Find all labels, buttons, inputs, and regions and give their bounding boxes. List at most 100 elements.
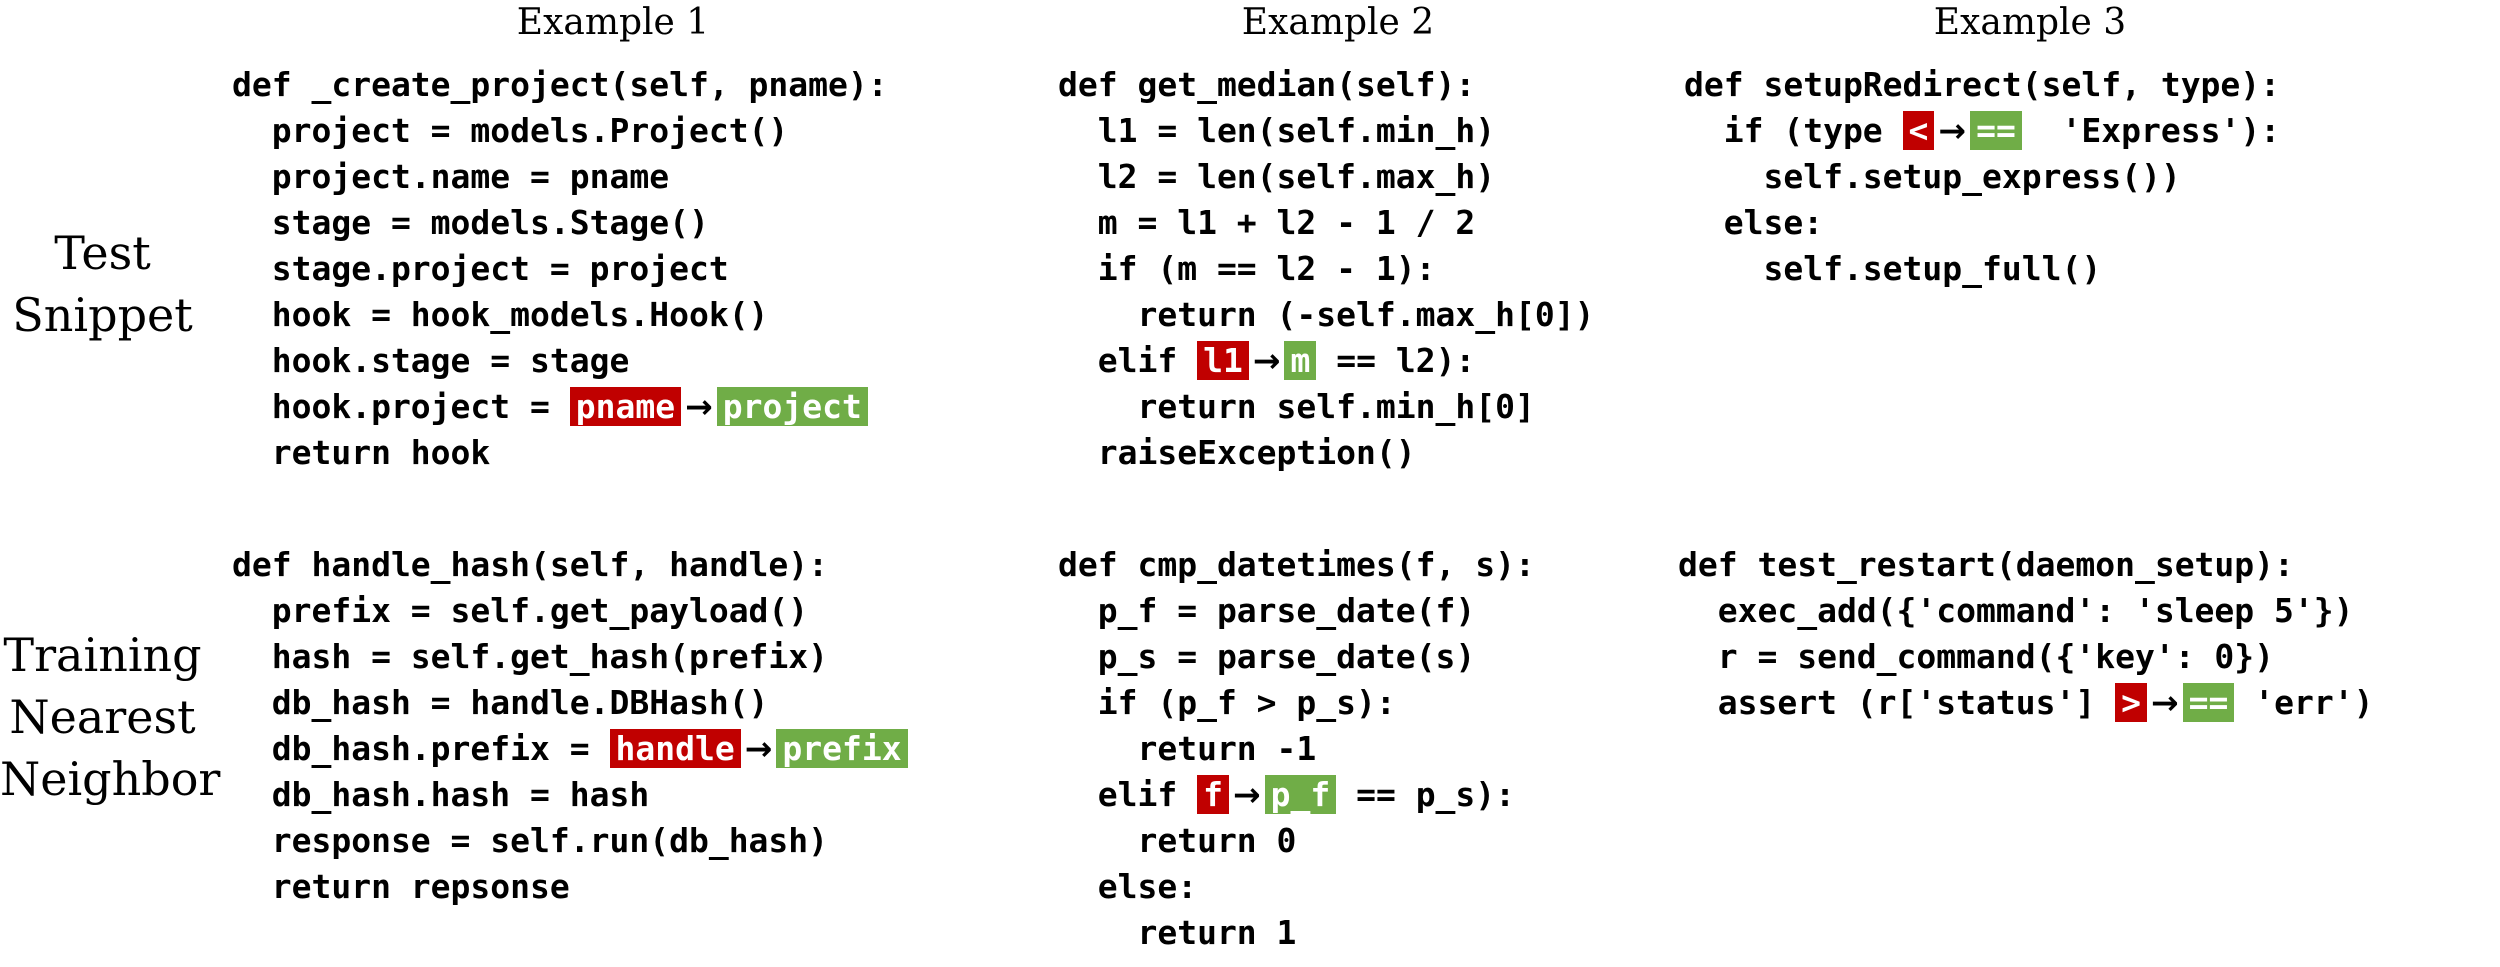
code-line: stage.project = project bbox=[232, 246, 888, 292]
code-text: == l2): bbox=[1316, 341, 1476, 380]
code-text: response = self.run(db_hash) bbox=[232, 821, 829, 860]
row-header-training-nearest-neighbor: Training Nearest Neighbor bbox=[0, 624, 221, 810]
code-example-1-test: def _create_project(self, pname): projec… bbox=[232, 62, 888, 476]
code-example-3-test: def setupRedirect(self, type): if (type … bbox=[1684, 62, 2280, 292]
code-line: l2 = len(self.max_h) bbox=[1058, 154, 1594, 200]
code-example-3-train: def test_restart(daemon_setup): exec_add… bbox=[1678, 542, 2373, 726]
arrow-icon: → bbox=[1252, 341, 1281, 380]
code-text: hook.stage = stage bbox=[232, 341, 630, 380]
code-line: def handle_hash(self, handle): bbox=[232, 542, 908, 588]
removed-token: f bbox=[1197, 775, 1229, 814]
code-text: db_hash = handle.DBHash() bbox=[232, 683, 769, 722]
code-text: db_hash.hash = hash bbox=[232, 775, 650, 814]
code-text: stage.project = project bbox=[232, 249, 729, 288]
code-line: response = self.run(db_hash) bbox=[232, 818, 908, 864]
code-text: project = models.Project() bbox=[232, 111, 789, 150]
removed-token: > bbox=[2115, 683, 2147, 722]
code-line: else: bbox=[1058, 864, 1535, 910]
code-line: project.name = pname bbox=[232, 154, 888, 200]
code-line: db_hash.hash = hash bbox=[232, 772, 908, 818]
code-line: def test_restart(daemon_setup): bbox=[1678, 542, 2373, 588]
code-text: == p_s): bbox=[1336, 775, 1516, 814]
code-line: db_hash = handle.DBHash() bbox=[232, 680, 908, 726]
arrow-icon: → bbox=[1938, 111, 1967, 150]
replacement-token: == bbox=[1970, 111, 2022, 150]
code-text: r = send_command({'key': 0}) bbox=[1678, 637, 2275, 676]
code-line: prefix = self.get_payload() bbox=[232, 588, 908, 634]
replacement-token: p_f bbox=[1264, 775, 1337, 814]
code-text: 'err') bbox=[2234, 683, 2374, 722]
code-line: stage = models.Stage() bbox=[232, 200, 888, 246]
row-header-line: Training bbox=[3, 628, 202, 682]
code-line: def get_median(self): bbox=[1058, 62, 1594, 108]
code-line: m = l1 + l2 - 1 / 2 bbox=[1058, 200, 1594, 246]
code-text: return 0 bbox=[1058, 821, 1297, 860]
code-example-2-train: def cmp_datetimes(f, s): p_f = parse_dat… bbox=[1058, 542, 1535, 956]
code-line: l1 = len(self.min_h) bbox=[1058, 108, 1594, 154]
code-text: def cmp_datetimes(f, s): bbox=[1058, 545, 1535, 584]
code-line: return -1 bbox=[1058, 726, 1535, 772]
code-text: p_s = parse_date(s) bbox=[1058, 637, 1476, 676]
code-text: else: bbox=[1058, 867, 1198, 906]
replacement-token: project bbox=[716, 387, 868, 426]
column-header-example-1: Example 1 bbox=[516, 2, 710, 43]
replacement-token: m bbox=[1284, 341, 1317, 380]
code-text: raiseException() bbox=[1058, 433, 1416, 472]
code-example-1-train: def handle_hash(self, handle): prefix = … bbox=[232, 542, 908, 910]
removed-token: pname bbox=[569, 387, 682, 426]
code-text: p_f = parse_date(f) bbox=[1058, 591, 1476, 630]
code-line: hook.stage = stage bbox=[232, 338, 888, 384]
code-text: elif bbox=[1058, 775, 1198, 814]
code-text: 'Express'): bbox=[2021, 111, 2281, 150]
code-line: return 1 bbox=[1058, 910, 1535, 956]
code-text: return -1 bbox=[1058, 729, 1317, 768]
code-text: prefix = self.get_payload() bbox=[232, 591, 809, 630]
code-text: self.setup_full() bbox=[1684, 249, 2102, 288]
row-header-line: Snippet bbox=[12, 288, 193, 342]
code-line: raiseException() bbox=[1058, 430, 1594, 476]
code-text: if (p_f > p_s): bbox=[1058, 683, 1396, 722]
code-text: l1 = len(self.min_h) bbox=[1058, 111, 1496, 150]
code-text: def _create_project(self, pname): bbox=[232, 65, 888, 104]
code-text: project.name = pname bbox=[232, 157, 670, 196]
code-text: else: bbox=[1684, 203, 1824, 242]
arrow-icon: → bbox=[2150, 683, 2179, 722]
code-line: self.setup_full() bbox=[1684, 246, 2280, 292]
code-line: p_f = parse_date(f) bbox=[1058, 588, 1535, 634]
row-header-line: Nearest bbox=[9, 690, 196, 744]
code-line: return (-self.max_h[0]) bbox=[1058, 292, 1594, 338]
code-line: def _create_project(self, pname): bbox=[232, 62, 888, 108]
code-text: return (-self.max_h[0]) bbox=[1058, 295, 1595, 334]
code-line: def setupRedirect(self, type): bbox=[1684, 62, 2280, 108]
code-text: hook = hook_models.Hook() bbox=[232, 295, 769, 334]
code-text: if (m == l2 - 1): bbox=[1058, 249, 1436, 288]
code-line: else: bbox=[1684, 200, 2280, 246]
code-line: r = send_command({'key': 0}) bbox=[1678, 634, 2373, 680]
code-text: def handle_hash(self, handle): bbox=[232, 545, 829, 584]
code-line: elif f→p_f == p_s): bbox=[1058, 772, 1535, 818]
code-text: exec_add({'command': 'sleep 5'}) bbox=[1678, 591, 2354, 630]
code-text: stage = models.Stage() bbox=[232, 203, 709, 242]
row-header-line: Neighbor bbox=[0, 752, 221, 806]
code-example-2-test: def get_median(self): l1 = len(self.min_… bbox=[1058, 62, 1594, 476]
row-header-line: Test bbox=[54, 226, 151, 280]
code-text: return self.min_h[0] bbox=[1058, 387, 1535, 426]
code-text: def get_median(self): bbox=[1058, 65, 1476, 104]
code-text: l2 = len(self.max_h) bbox=[1058, 157, 1496, 196]
code-text: return hook bbox=[232, 433, 491, 472]
code-line: project = models.Project() bbox=[232, 108, 888, 154]
code-line: return 0 bbox=[1058, 818, 1535, 864]
arrow-icon: → bbox=[1232, 775, 1261, 814]
removed-token: < bbox=[1902, 111, 1935, 150]
code-text: db_hash.prefix = bbox=[232, 729, 610, 768]
code-line: hash = self.get_hash(prefix) bbox=[232, 634, 908, 680]
code-text: self.setup_express()) bbox=[1684, 157, 2181, 196]
removed-token: handle bbox=[609, 729, 741, 768]
code-text: assert (r['status'] bbox=[1678, 683, 2116, 722]
row-header-test-snippet: Test Snippet bbox=[0, 222, 205, 346]
removed-token: l1 bbox=[1197, 341, 1249, 380]
code-line: return hook bbox=[232, 430, 888, 476]
code-text: if (type bbox=[1684, 111, 1903, 150]
code-line: hook = hook_models.Hook() bbox=[232, 292, 888, 338]
code-line: if (type <→== 'Express'): bbox=[1684, 108, 2280, 154]
